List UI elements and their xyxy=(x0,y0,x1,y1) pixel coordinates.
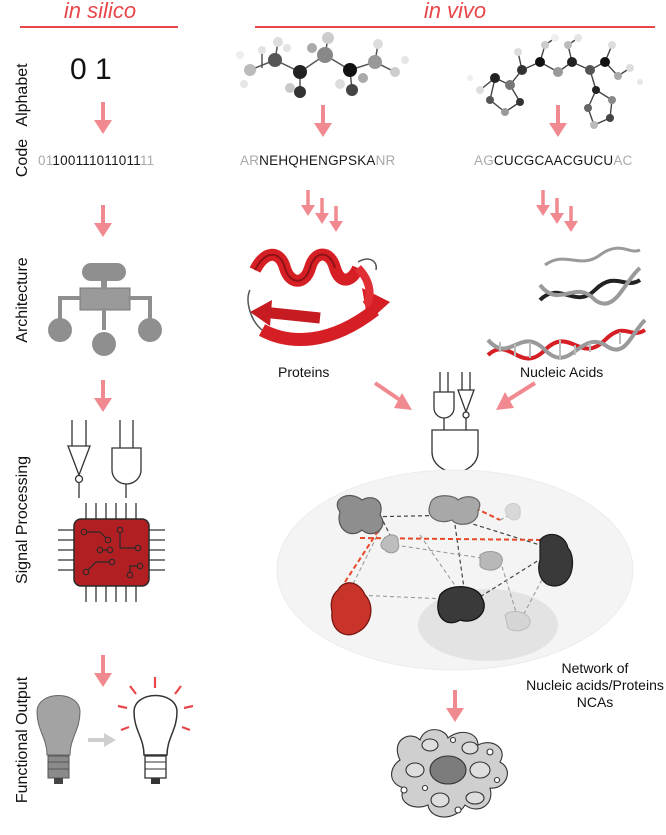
arrow-nucleic-to-logic xyxy=(496,381,537,410)
arrow-protein-alphabet-to-code xyxy=(312,103,334,139)
amino-acid-molecule-icon xyxy=(236,32,409,98)
arrow-code-to-architecture xyxy=(92,203,114,239)
protein-blob-6 xyxy=(538,533,574,587)
binary-code-segment: 01 xyxy=(38,153,53,168)
protein-blob-4 xyxy=(380,534,400,554)
protein-blob-red xyxy=(330,582,372,636)
not-gate-icon xyxy=(67,420,91,498)
header-in-vivo-rule xyxy=(255,26,655,28)
bulb-on-icon xyxy=(117,677,194,784)
protein-blob-7 xyxy=(437,586,485,624)
biological-logic-gates-icon xyxy=(431,372,479,486)
header-in-vivo: in vivo xyxy=(423,0,487,23)
arrow-signal-to-output xyxy=(92,653,114,689)
triple-arrow-nucleic xyxy=(534,188,580,234)
binary-code-segment: 11 xyxy=(139,153,155,168)
protein-code-segment: NE xyxy=(259,153,279,168)
nucleic-code-segment: CU xyxy=(493,153,514,168)
binary-code-segment: 0 xyxy=(67,153,76,168)
architecture-tree-icon xyxy=(48,263,162,356)
arrow-off-to-on xyxy=(88,733,116,747)
protein-code-segment: KA xyxy=(357,153,376,168)
label-nucleic-acids: Nucleic Acids xyxy=(520,364,604,380)
protein-blob-2 xyxy=(428,495,481,525)
nucleic-code-segment: CU xyxy=(593,153,614,168)
arrow-network-to-output xyxy=(444,688,466,724)
protein-blob-1 xyxy=(336,495,384,535)
label-network-line3: NCAs xyxy=(576,694,614,710)
protein-code-segment: NR xyxy=(375,153,396,168)
nucleic-code-segment: AC xyxy=(613,153,633,168)
protein-code-segment: AR xyxy=(240,153,260,168)
label-proteins: Proteins xyxy=(278,364,330,380)
arrow-architecture-to-signal xyxy=(92,378,114,414)
nucleic-code-segment: CGCAACGU xyxy=(513,153,594,168)
label-network-line1: Network of xyxy=(561,660,629,676)
binary-code-segment: 10 xyxy=(52,153,68,168)
arrow-nucleic-alphabet-to-code xyxy=(547,103,569,139)
label-network-line2: Nucleic acids/Proteins xyxy=(526,677,664,693)
nucleic-acid-helix-icon xyxy=(486,246,647,361)
bulb-off-icon xyxy=(36,695,81,784)
microchip-icon xyxy=(58,503,165,602)
header-in-silico-rule xyxy=(20,26,178,28)
binary-alphabet: 0 1 xyxy=(70,53,112,86)
nucleic-code-segment: AG xyxy=(474,153,494,168)
and-gate-icon xyxy=(111,420,142,498)
nucleic-code: AGCUCGCAACGUCUAC xyxy=(474,153,632,168)
protein-blob-5 xyxy=(479,551,503,571)
arrow-proteins-to-logic xyxy=(373,381,412,410)
cell-cluster-icon xyxy=(391,729,508,818)
nucleotide-molecule-icon xyxy=(467,34,643,129)
triple-arrow-protein xyxy=(299,188,345,234)
biomolecular-network xyxy=(276,469,634,671)
header-in-silico: in silico xyxy=(63,0,137,23)
binary-code: 0110011101101111 xyxy=(38,153,154,168)
protein-blob-8 xyxy=(504,610,531,632)
protein-code-segment: HQHENGPS xyxy=(278,153,358,168)
binary-code-segment: 11 xyxy=(126,153,140,168)
arrow-alphabet-to-code xyxy=(92,100,114,136)
protein-code: ARNEHQHENGPSKANR xyxy=(240,153,396,168)
protein-structure-icon xyxy=(247,248,390,346)
protein-blob-3 xyxy=(504,503,521,521)
binary-code-segment: 1110110 xyxy=(75,153,127,168)
